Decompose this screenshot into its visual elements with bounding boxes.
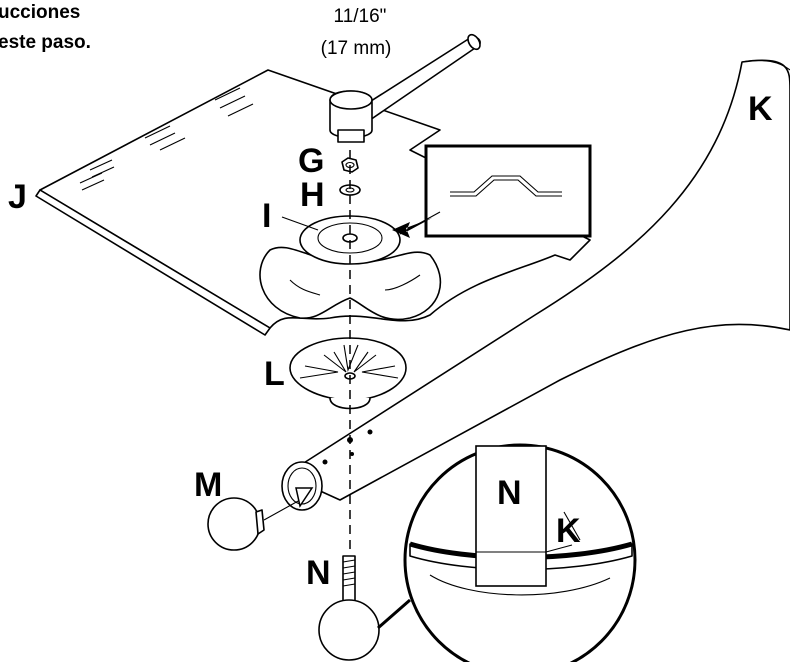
label-l: L <box>264 355 285 393</box>
label-h: H <box>300 176 325 214</box>
label-g: G <box>298 142 324 180</box>
profile-detail-box <box>424 144 592 238</box>
instruction-line-2: este paso. <box>0 32 91 53</box>
label-n: N <box>306 554 331 592</box>
tray-j <box>35 69 591 336</box>
label-i: I <box>262 197 271 235</box>
wrench <box>329 33 481 143</box>
disc-l <box>289 337 407 410</box>
wrench-size-label: 11/16" <box>334 6 387 27</box>
label-j: J <box>8 178 27 216</box>
knob-m <box>207 487 314 551</box>
detail-label-n: N <box>497 474 522 512</box>
label-m: M <box>194 466 222 504</box>
detail-label-k: K <box>556 512 581 550</box>
label-k: K <box>748 90 773 128</box>
wrench-size-metric-label: (17 mm) <box>321 38 392 59</box>
instruction-line-1: ucciones <box>0 2 80 23</box>
zoom-detail <box>377 443 637 662</box>
bolt-n <box>318 555 380 661</box>
